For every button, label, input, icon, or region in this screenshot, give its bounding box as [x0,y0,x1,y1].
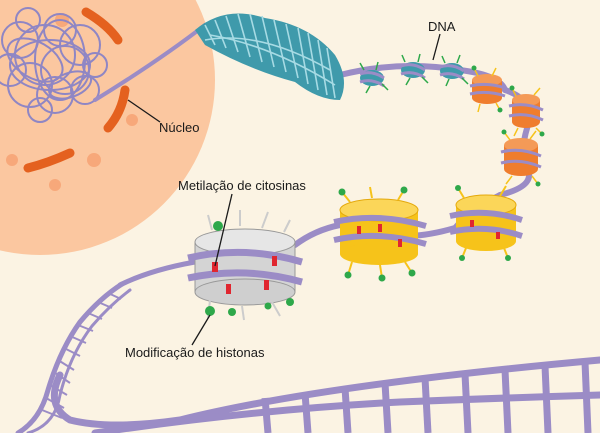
nucleosome-teal-1 [359,61,389,94]
nucleosomes-small-teal [359,53,469,94]
nucleosome-orange-1 [469,65,506,113]
label-cytosine-methylation: Metilação de citosinas [178,178,306,193]
nucleosomes-orange [469,65,545,187]
nucleosome-teal-3 [439,54,469,87]
label-dna: DNA [428,19,456,34]
nucleosome-orange-3 [500,129,542,187]
nucleosome-teal-2 [400,53,429,86]
dna-ladder-rungs [261,361,592,433]
nucleus-membrane [23,7,130,173]
leader-lines [127,33,441,346]
nucleosome-grey [187,210,303,321]
nucleus-leader [127,99,161,123]
methylation-leader [214,193,233,267]
dna-helix-rungs [41,292,122,419]
tangled-chromatin [0,7,108,123]
nuclear-pores [6,13,138,191]
dna-leader [432,33,441,61]
nucleosome-yellow-small [449,185,523,261]
cell-nucleus [0,0,215,255]
label-nucleus: Núcleo [159,120,200,135]
condensed-chromatin-fiber [195,13,344,101]
nucleosome-yellow-large [333,186,427,282]
nucleosome-orange-2 [508,85,545,137]
histone-leader [191,314,211,346]
fiber-texture [204,13,336,99]
label-histone-modification: Modificação de histonas [125,345,265,360]
